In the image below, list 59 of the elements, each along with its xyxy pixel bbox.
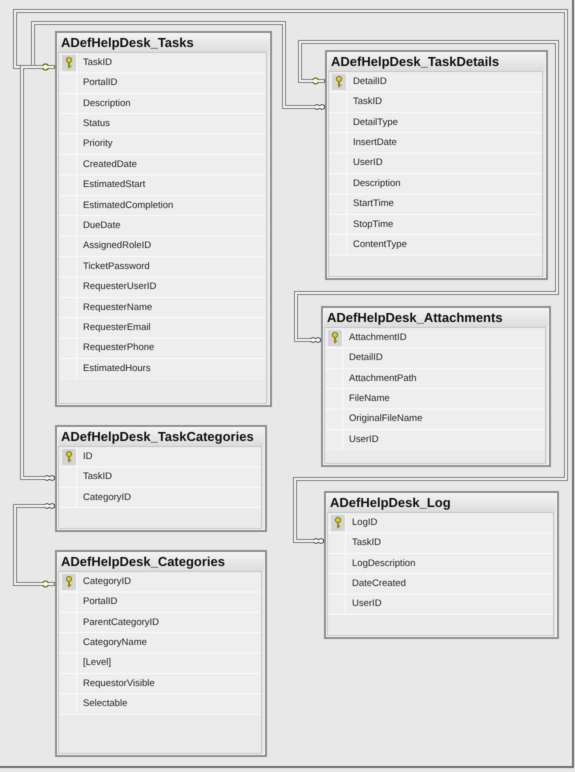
column-name: EstimatedStart <box>83 179 146 192</box>
column-name: FileName <box>349 392 390 405</box>
table-title: ADefHelpDesk_Log <box>330 495 451 511</box>
column-name: Description <box>353 178 401 190</box>
table-title: ADefHelpDesk_TaskCategories <box>61 429 254 445</box>
column-name: ContentType <box>353 238 407 251</box>
column-name: PortalID <box>83 596 118 608</box>
column-name: TaskID <box>83 56 112 69</box>
column-name: Selectable <box>83 698 128 710</box>
column-name: DetailType <box>353 116 398 128</box>
column-name: TaskID <box>83 471 112 484</box>
column-name: RequesterEmail <box>83 322 151 334</box>
relationship-line <box>13 503 56 588</box>
column-name: RequesterUserID <box>83 281 156 294</box>
relationship-line <box>20 63 56 481</box>
column-name: RequesterName <box>83 302 152 314</box>
column-name: CategoryID <box>83 576 132 588</box>
column-name: DueDate <box>83 220 120 232</box>
column-name: UserID <box>353 157 383 170</box>
column-name: RequesterPhone <box>83 342 154 354</box>
column-name: AttachmentID <box>349 332 407 344</box>
column-name: CreatedDate <box>83 158 137 171</box>
column-name: OriginalFileName <box>349 413 422 426</box>
table-box <box>55 425 267 532</box>
column-name: Description <box>83 98 131 110</box>
column-name: CategoryName <box>83 636 147 649</box>
column-name: AssignedRoleID <box>83 240 152 252</box>
column-name: UserID <box>352 598 382 610</box>
column-name: TaskID <box>353 96 382 108</box>
column-name: Priority <box>83 138 113 150</box>
column-name: DateCreated <box>352 578 406 590</box>
table-title: ADefHelpDesk_Tasks <box>61 35 194 51</box>
column-name: PortalID <box>83 77 118 90</box>
column-name: DetailID <box>353 76 387 88</box>
column-name: InsertDate <box>353 136 397 149</box>
table-title: ADefHelpDesk_Categories <box>61 554 226 570</box>
table-title: ADefHelpDesk_TaskDetails <box>331 54 500 70</box>
column-name: AttachmentPath <box>349 372 417 384</box>
column-name: StartTime <box>353 198 394 210</box>
column-name: UserID <box>349 434 379 446</box>
column-name: TaskID <box>352 537 382 550</box>
table-title: ADefHelpDesk_Attachments <box>327 310 503 326</box>
column-name: LogID <box>352 516 378 529</box>
column-name: EstimatedHours <box>83 362 151 375</box>
relationship-line <box>294 40 559 343</box>
column-name: StopTime <box>353 218 394 230</box>
relationship-line <box>31 21 325 110</box>
table-box <box>321 306 551 467</box>
column-name: ParentCategoryID <box>83 616 160 628</box>
column-name: CategoryID <box>83 492 132 504</box>
column-name: RequestorVisible <box>83 678 155 690</box>
column-name: TicketPassword <box>83 260 150 273</box>
column-name: LogDescription <box>352 558 416 570</box>
column-name: Status <box>83 118 110 130</box>
column-name: ID <box>83 450 92 463</box>
column-name: EstimatedCompletion <box>83 200 174 212</box>
column-name: [Level] <box>83 657 111 670</box>
table-box <box>324 491 559 639</box>
column-name: DetailID <box>349 352 383 364</box>
